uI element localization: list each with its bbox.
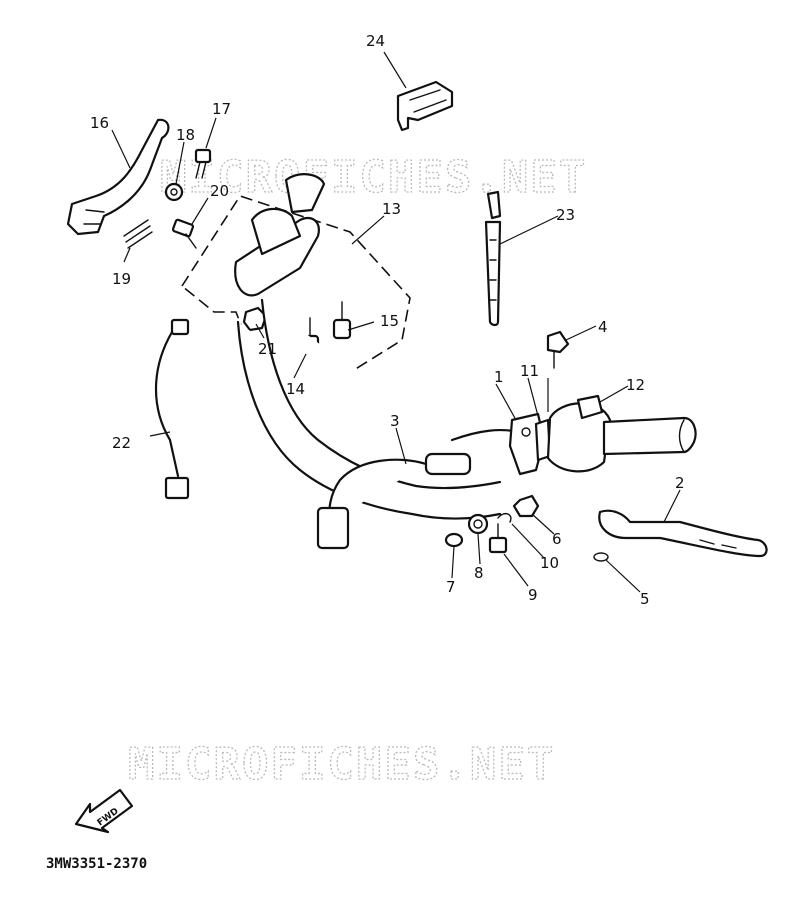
part-10-clip	[497, 512, 512, 523]
part-4-bolt	[546, 330, 570, 369]
callout-22: 22	[112, 434, 131, 452]
callout-7: 7	[446, 578, 456, 596]
fwd-arrow: FWD	[74, 788, 134, 834]
callout-13: 13	[382, 200, 401, 218]
callout-20: 20	[210, 182, 229, 200]
part-21-nut	[242, 306, 268, 332]
leader-lines	[111, 51, 681, 593]
part-22-harness	[155, 318, 190, 500]
callout-10: 10	[540, 554, 559, 572]
part-3-cable	[316, 452, 472, 550]
callout-8: 8	[474, 564, 484, 582]
callout-14: 14	[286, 380, 305, 398]
part-9-bolt	[488, 523, 508, 554]
callout-12: 12	[626, 376, 645, 394]
callout-21: 21	[258, 340, 277, 358]
part-19-spring	[123, 219, 153, 249]
part-20-bolt	[171, 218, 197, 249]
callout-4: 4	[598, 318, 608, 336]
part-16-lever	[66, 118, 170, 236]
part-7-washer	[444, 532, 464, 548]
part-18-nut	[164, 182, 184, 202]
callout-15: 15	[380, 312, 399, 330]
callout-23: 23	[556, 206, 575, 224]
watermark-bottom: MICROFICHES.NET	[128, 739, 555, 790]
callout-18: 18	[176, 126, 195, 144]
callout-3: 3	[390, 412, 400, 430]
watermark-top: MICROFICHES.NET	[160, 152, 587, 203]
part-5-oring	[593, 552, 609, 562]
diagram-code: 3MW3351-2370	[46, 856, 147, 872]
callout-2: 2	[675, 474, 685, 492]
callout-1: 1	[494, 368, 504, 386]
callout-11: 11	[520, 362, 539, 380]
part-24-holder	[396, 80, 454, 132]
callouts: 1 2 3 4 5 6 7 8 9 10 11 12 13 14 15 16 1…	[90, 32, 685, 608]
callout-6: 6	[552, 530, 562, 548]
part-8-collar	[467, 513, 489, 535]
callout-5: 5	[640, 590, 650, 608]
callout-9: 9	[528, 586, 538, 604]
part-23-cable-tie	[484, 190, 502, 327]
part-6-nut	[512, 494, 540, 518]
callout-19: 19	[112, 270, 131, 288]
callout-24: 24	[366, 32, 385, 50]
part-12-grip	[546, 394, 697, 473]
part-2-lever	[598, 509, 768, 558]
callout-16: 16	[90, 114, 109, 132]
callout-17: 17	[212, 100, 231, 118]
part-15-screw	[332, 301, 352, 340]
part-17-bolt	[194, 148, 212, 179]
